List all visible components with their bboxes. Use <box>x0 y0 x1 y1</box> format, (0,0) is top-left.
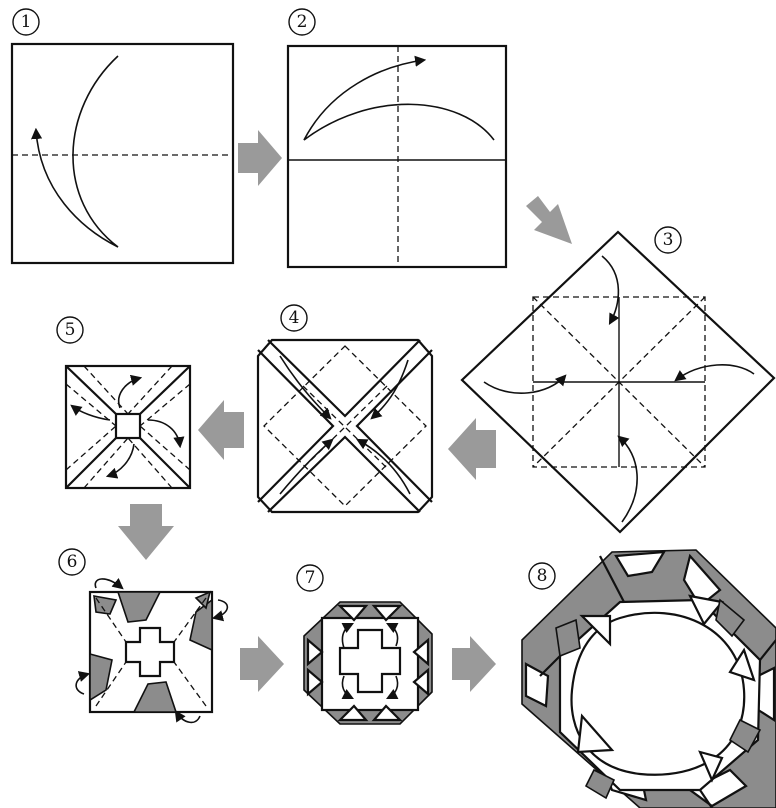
svg-text:1: 1 <box>21 12 32 32</box>
step-1-square <box>10 42 235 265</box>
step-3-arrow-bottom <box>617 435 638 523</box>
step-2: 2 <box>286 8 508 269</box>
step-3-label: 3 <box>654 226 682 254</box>
step-6-label: 6 <box>58 548 86 576</box>
flow-arrow-1-2 <box>238 130 282 186</box>
step-2-square <box>286 44 508 269</box>
flow-arrow-4-5 <box>198 400 244 460</box>
svg-text:7: 7 <box>305 568 316 588</box>
step-5-label: 5 <box>56 316 84 344</box>
step-8: 8 <box>521 549 776 808</box>
step-3-diag-2 <box>532 296 706 468</box>
step-4: 4 <box>256 304 434 514</box>
step-6: 6 <box>58 548 229 724</box>
step-4-label: 4 <box>280 304 308 332</box>
step-7-arrow-3 <box>341 675 355 700</box>
step-5: 5 <box>56 316 192 490</box>
step-5-arrow-4 <box>105 443 135 479</box>
step-1: 1 <box>10 8 235 265</box>
step-8-label: 8 <box>528 562 556 590</box>
step-6-arrow-2 <box>211 599 229 622</box>
step-4-flap-edges <box>267 339 421 418</box>
flow-arrow-6-7 <box>240 636 284 692</box>
svg-text:8: 8 <box>537 566 548 586</box>
svg-text:3: 3 <box>663 230 674 250</box>
step-5-center <box>114 412 142 440</box>
step-7-arrow-4 <box>385 675 399 700</box>
step-4-arrow-tr <box>370 359 409 420</box>
step-3-arrow-top <box>601 255 620 325</box>
step-7: 7 <box>296 564 433 725</box>
flow-arrow-5-6 <box>118 504 174 560</box>
step-5-arrow-2 <box>70 404 111 421</box>
step-2-label: 2 <box>288 8 316 36</box>
flow-arrow-2-3 <box>526 196 572 244</box>
step-2-fold-arrow <box>303 55 495 141</box>
flow-arrow-7-8 <box>452 636 496 692</box>
svg-text:2: 2 <box>297 12 308 32</box>
step-4-arrow-tl <box>279 355 332 420</box>
step-7-cross <box>338 628 402 694</box>
step-1-label: 1 <box>12 8 40 36</box>
step-7-arrow-2 <box>385 622 399 647</box>
svg-text:6: 6 <box>67 552 78 572</box>
flow-arrow-3-4 <box>448 418 496 480</box>
step-4-arrow-bl <box>279 438 334 495</box>
svg-text:4: 4 <box>289 308 300 328</box>
step-6-arrow-1 <box>94 577 124 590</box>
step-4-arrow-br <box>356 438 411 495</box>
step-6-arrow-4 <box>75 671 91 695</box>
step-3-arrow-right <box>674 364 755 382</box>
step-1-fold-arrow <box>31 55 119 248</box>
step-5-arrow-3 <box>147 419 185 449</box>
step-8-opening <box>570 611 746 776</box>
step-6-arrow-3 <box>174 710 201 724</box>
step-7-arrow-1 <box>341 622 355 649</box>
step-3-arrow-left <box>483 374 567 394</box>
step-4-dashed-diamond <box>263 345 427 507</box>
step-5-arrow-1 <box>118 374 143 409</box>
step-7-label: 7 <box>296 564 324 592</box>
svg-text:5: 5 <box>65 320 76 340</box>
step-3: 3 <box>460 226 776 534</box>
